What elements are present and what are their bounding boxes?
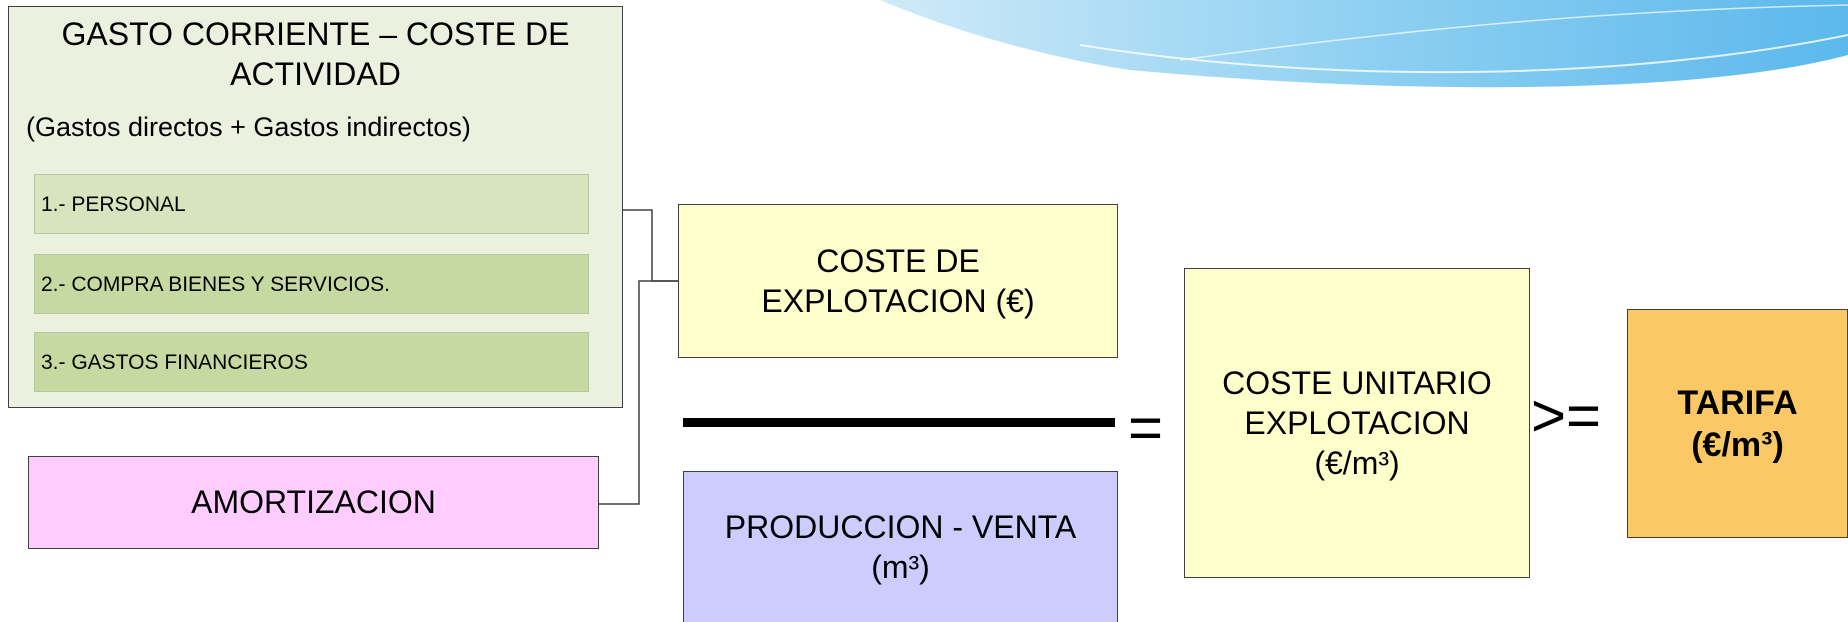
coste-unitario-line2: EXPLOTACION — [1244, 405, 1470, 441]
coste-explotacion-line2: EXPLOTACION (€) — [761, 283, 1035, 319]
item-compra-bienes-servicios: 2.- COMPRA BIENES Y SERVICIOS. — [34, 254, 589, 314]
produccion-venta-box: PRODUCCION - VENTA (m³) — [683, 471, 1118, 622]
item-personal: 1.- PERSONAL — [34, 174, 589, 234]
produccion-line1: PRODUCCION - VENTA — [724, 509, 1077, 545]
coste-unitario-line3: (€/m³) — [1314, 445, 1400, 481]
decorative-swoosh — [880, 0, 1848, 88]
item-gastos-financieros: 3.- GASTOS FINANCIEROS — [34, 332, 589, 392]
gasto-corriente-subtitle: (Gastos directos + Gastos indirectos) — [26, 112, 471, 142]
tarifa-line1: TARIFA — [1677, 383, 1798, 422]
coste-explotacion-line1: COSTE DE — [816, 243, 980, 279]
amortizacion-label: AMORTIZACION — [191, 484, 436, 520]
coste-explotacion-box: COSTE DE EXPLOTACION (€) — [678, 204, 1118, 358]
tarifa-line2: (€/m³) — [1691, 425, 1784, 464]
greater-equal-sign: >= — [1531, 382, 1602, 449]
amortizacion-box: AMORTIZACION — [28, 456, 599, 549]
gasto-corriente-title: GASTO CORRIENTE – COSTE DE ACTIVIDAD — [61, 16, 570, 92]
coste-unitario-line1: COSTE UNITARIO — [1222, 365, 1492, 401]
produccion-line2: (m³) — [871, 549, 930, 585]
fraction-bar — [683, 418, 1115, 427]
equals-sign: = — [1128, 394, 1164, 461]
tarifa-box: TARIFA (€/m³) — [1627, 309, 1848, 538]
coste-unitario-box: COSTE UNITARIO EXPLOTACION (€/m³) — [1184, 268, 1530, 578]
